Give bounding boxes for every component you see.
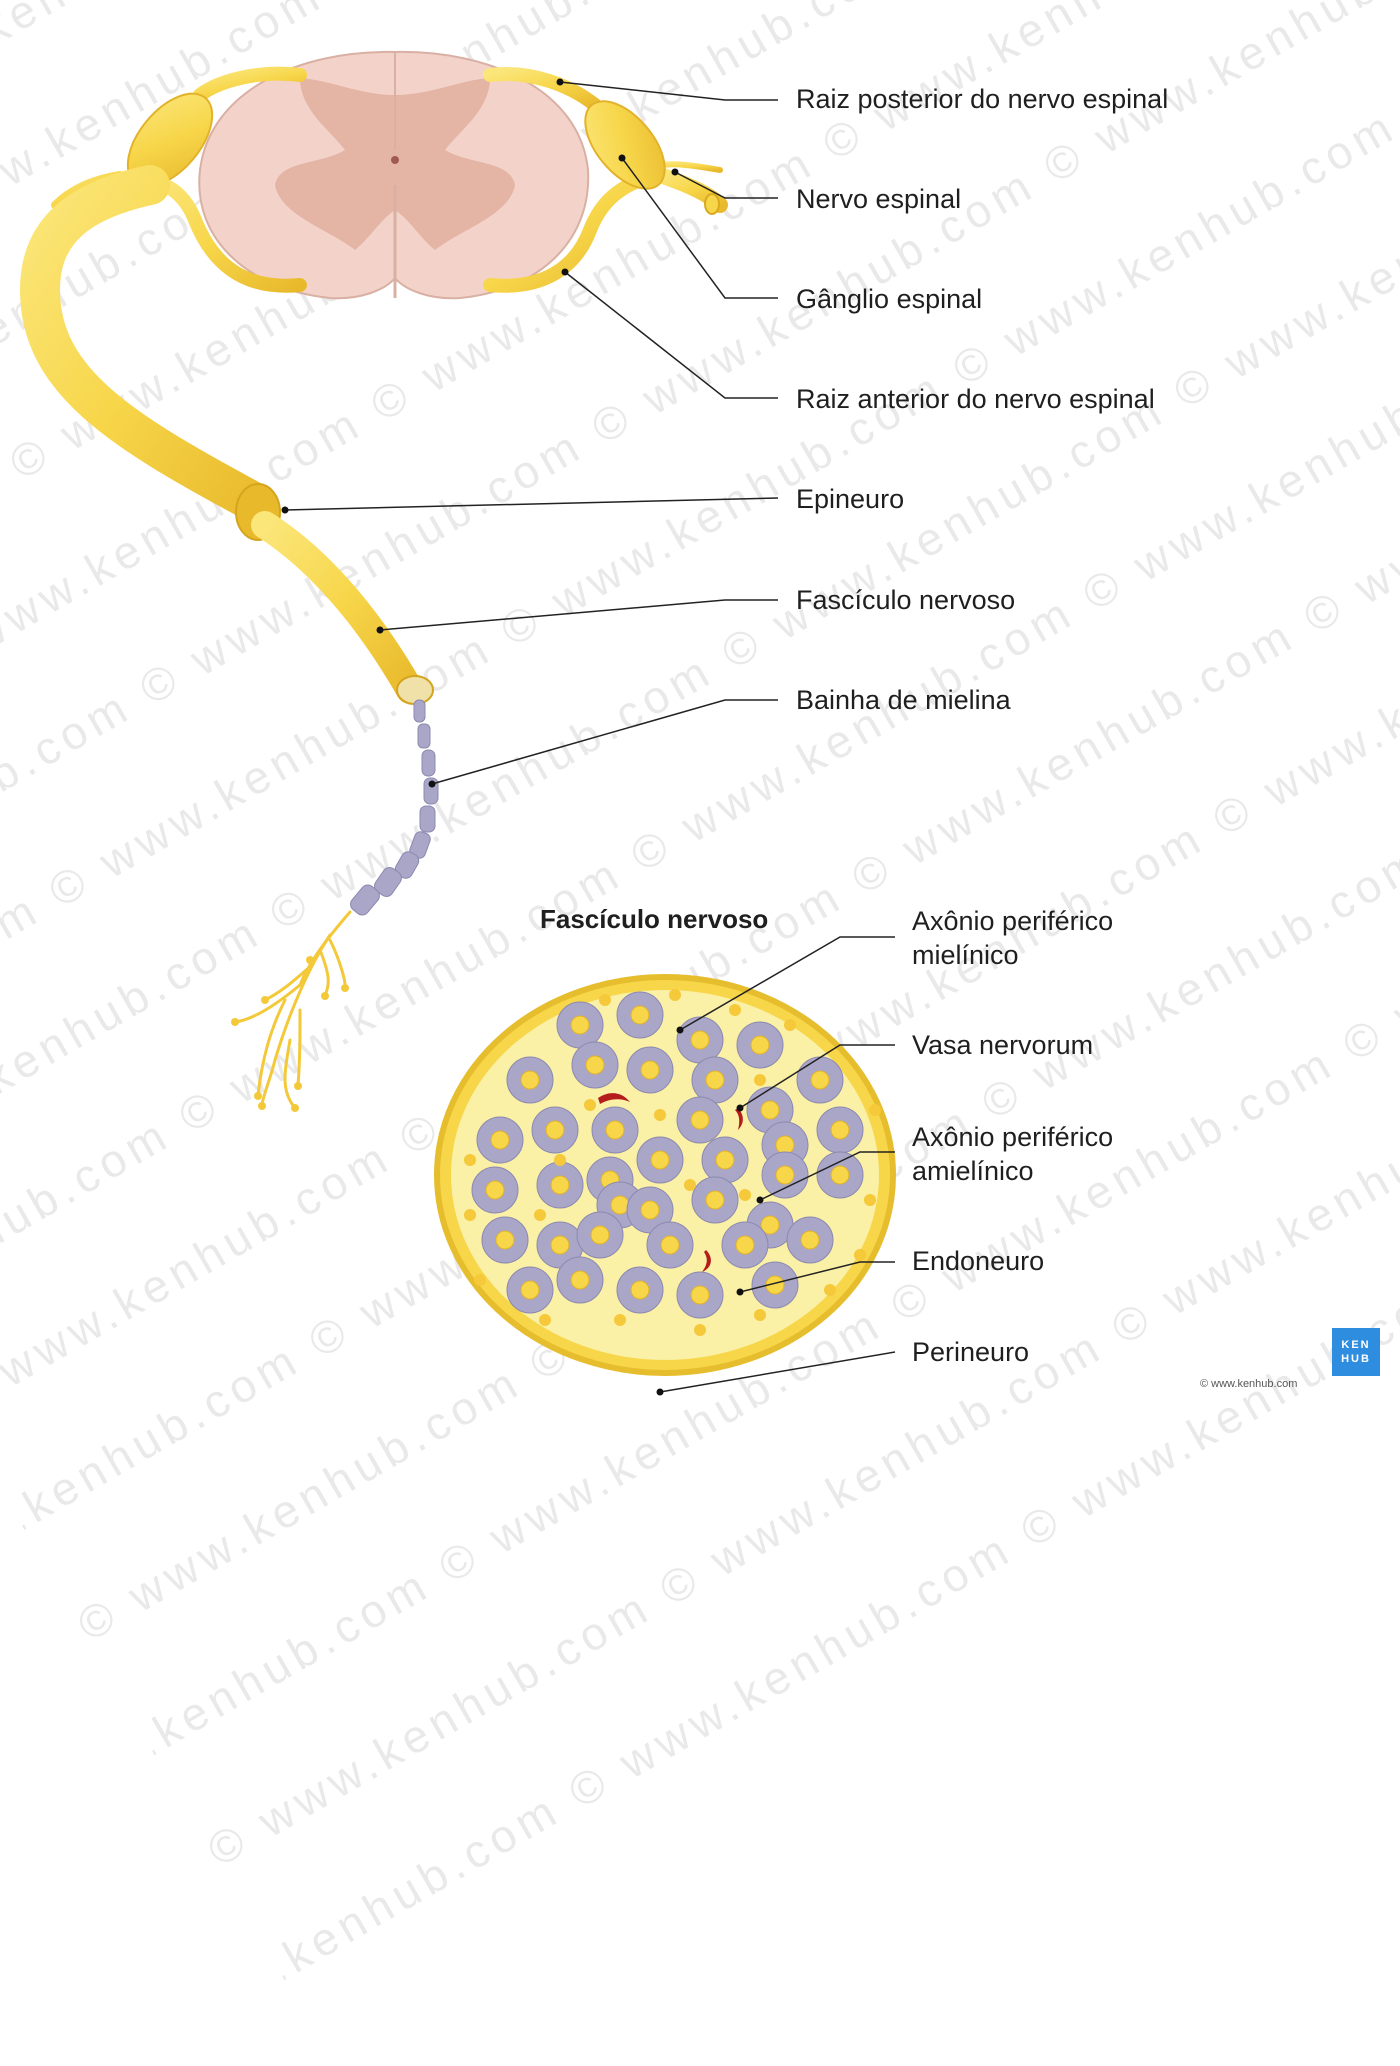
unmyelinated-axon — [614, 1314, 626, 1326]
axon-core — [660, 1235, 680, 1255]
unmyelinated-axon — [694, 1324, 706, 1336]
axon-core — [690, 1030, 710, 1050]
axon-core — [690, 1285, 710, 1305]
axon-core — [630, 1005, 650, 1025]
label-spinal-ganglion: Gânglio espinal — [796, 284, 983, 314]
label-myelin-sheath: Bainha de mielina — [796, 685, 1011, 715]
unmyelinated-axon — [729, 1004, 741, 1016]
axon-core — [640, 1200, 660, 1220]
axon-core — [550, 1235, 570, 1255]
label-anterior-root: Raiz anterior do nervo espinal — [796, 384, 1155, 414]
logo-line-1: KEN — [1341, 1339, 1371, 1351]
axon-core — [570, 1270, 590, 1290]
unmyelinated-axon — [754, 1309, 766, 1321]
axon-core — [520, 1070, 540, 1090]
axon-core — [775, 1135, 795, 1155]
axon-core — [640, 1060, 660, 1080]
axon-core — [830, 1120, 850, 1140]
terminal-bulbs — [231, 956, 349, 1112]
label-endoneurium: Endoneuro — [912, 1246, 1045, 1276]
axon-core — [605, 1120, 625, 1140]
axon-core — [830, 1165, 850, 1185]
axon-core — [495, 1230, 515, 1250]
axon-core — [590, 1225, 610, 1245]
right-ganglion — [584, 100, 666, 190]
axon-core — [760, 1100, 780, 1120]
unmyelinated-axon — [824, 1284, 836, 1296]
illustration — [19, 50, 896, 1396]
vasa-nervorum-vessels — [598, 1093, 743, 1272]
unmyelinated-axon — [739, 1189, 751, 1201]
label-vasa-nervorum: Vasa nervorum — [912, 1030, 1094, 1060]
label-perineurium: Perineuro — [912, 1337, 1030, 1367]
unmyelinated-axon — [854, 1249, 866, 1261]
axon-core — [705, 1070, 725, 1090]
axon-core — [610, 1195, 630, 1215]
axon-core — [810, 1070, 830, 1090]
spinal-cord — [198, 50, 590, 300]
nerve-roots — [51, 66, 728, 293]
axon-core — [585, 1055, 605, 1075]
label-unmyelinated-axon: Axônio periférico amielínico — [912, 1122, 1114, 1186]
axon-core — [545, 1120, 565, 1140]
axon-core — [485, 1180, 505, 1200]
axon-core — [715, 1150, 735, 1170]
axon-terminals — [233, 910, 352, 1110]
label-spinal-nerve: Nervo espinal — [796, 184, 962, 214]
unmyelinated-axon — [784, 1019, 796, 1031]
unmyelinated-axon — [669, 989, 681, 1001]
label-epineurium: Epineuro — [796, 484, 905, 514]
axon-core — [760, 1215, 780, 1235]
axon-core — [750, 1035, 770, 1055]
axon-core — [550, 1175, 570, 1195]
unmyelinated-axon — [864, 1194, 876, 1206]
unmyelinated-axon — [599, 994, 611, 1006]
axon-core — [775, 1165, 795, 1185]
axon-core — [705, 1190, 725, 1210]
fascicle-cross-section — [434, 974, 896, 1376]
axon-core — [650, 1150, 670, 1170]
unmyelinated-axon — [464, 1154, 476, 1166]
axon-core — [735, 1235, 755, 1255]
myelin-segments — [350, 699, 439, 916]
axon-core — [570, 1015, 590, 1035]
unmyelinated-axon — [654, 1109, 666, 1121]
axon-core — [800, 1230, 820, 1250]
unmyelinated-axon — [539, 1314, 551, 1326]
unmyelinated-axon — [534, 1209, 546, 1221]
unmyelinated-axon — [754, 1074, 766, 1086]
fascicle-strand — [251, 511, 424, 704]
label-myelinated-axon: Axônio periférico mielínico — [912, 906, 1114, 970]
unmyelinated-axon — [684, 1179, 696, 1191]
footer-url: © www.kenhub.com — [1200, 1378, 1298, 1390]
leader-dots — [281, 78, 764, 1396]
axon-core — [520, 1280, 540, 1300]
axon-core — [490, 1130, 510, 1150]
axon-core — [630, 1280, 650, 1300]
fascicle-cut — [396, 675, 434, 705]
unmyelinated-axon — [869, 1104, 881, 1116]
axon-core — [690, 1110, 710, 1130]
leader-lines — [284, 81, 896, 1393]
inset-title: Fascículo nervoso — [540, 904, 769, 934]
logo-line-2: HUB — [1341, 1353, 1371, 1365]
kenhub-logo: KEN HUB — [1332, 1328, 1380, 1376]
unmyelinated-axon — [474, 1274, 486, 1286]
label-posterior-root: Raiz posterior do nervo espinal — [796, 84, 1169, 114]
unmyelinated-axon — [464, 1209, 476, 1221]
label-nerve-fascicle: Fascículo nervoso — [796, 585, 1016, 615]
unmyelinated-axon — [554, 1154, 566, 1166]
unmyelinated-axon — [584, 1099, 596, 1111]
